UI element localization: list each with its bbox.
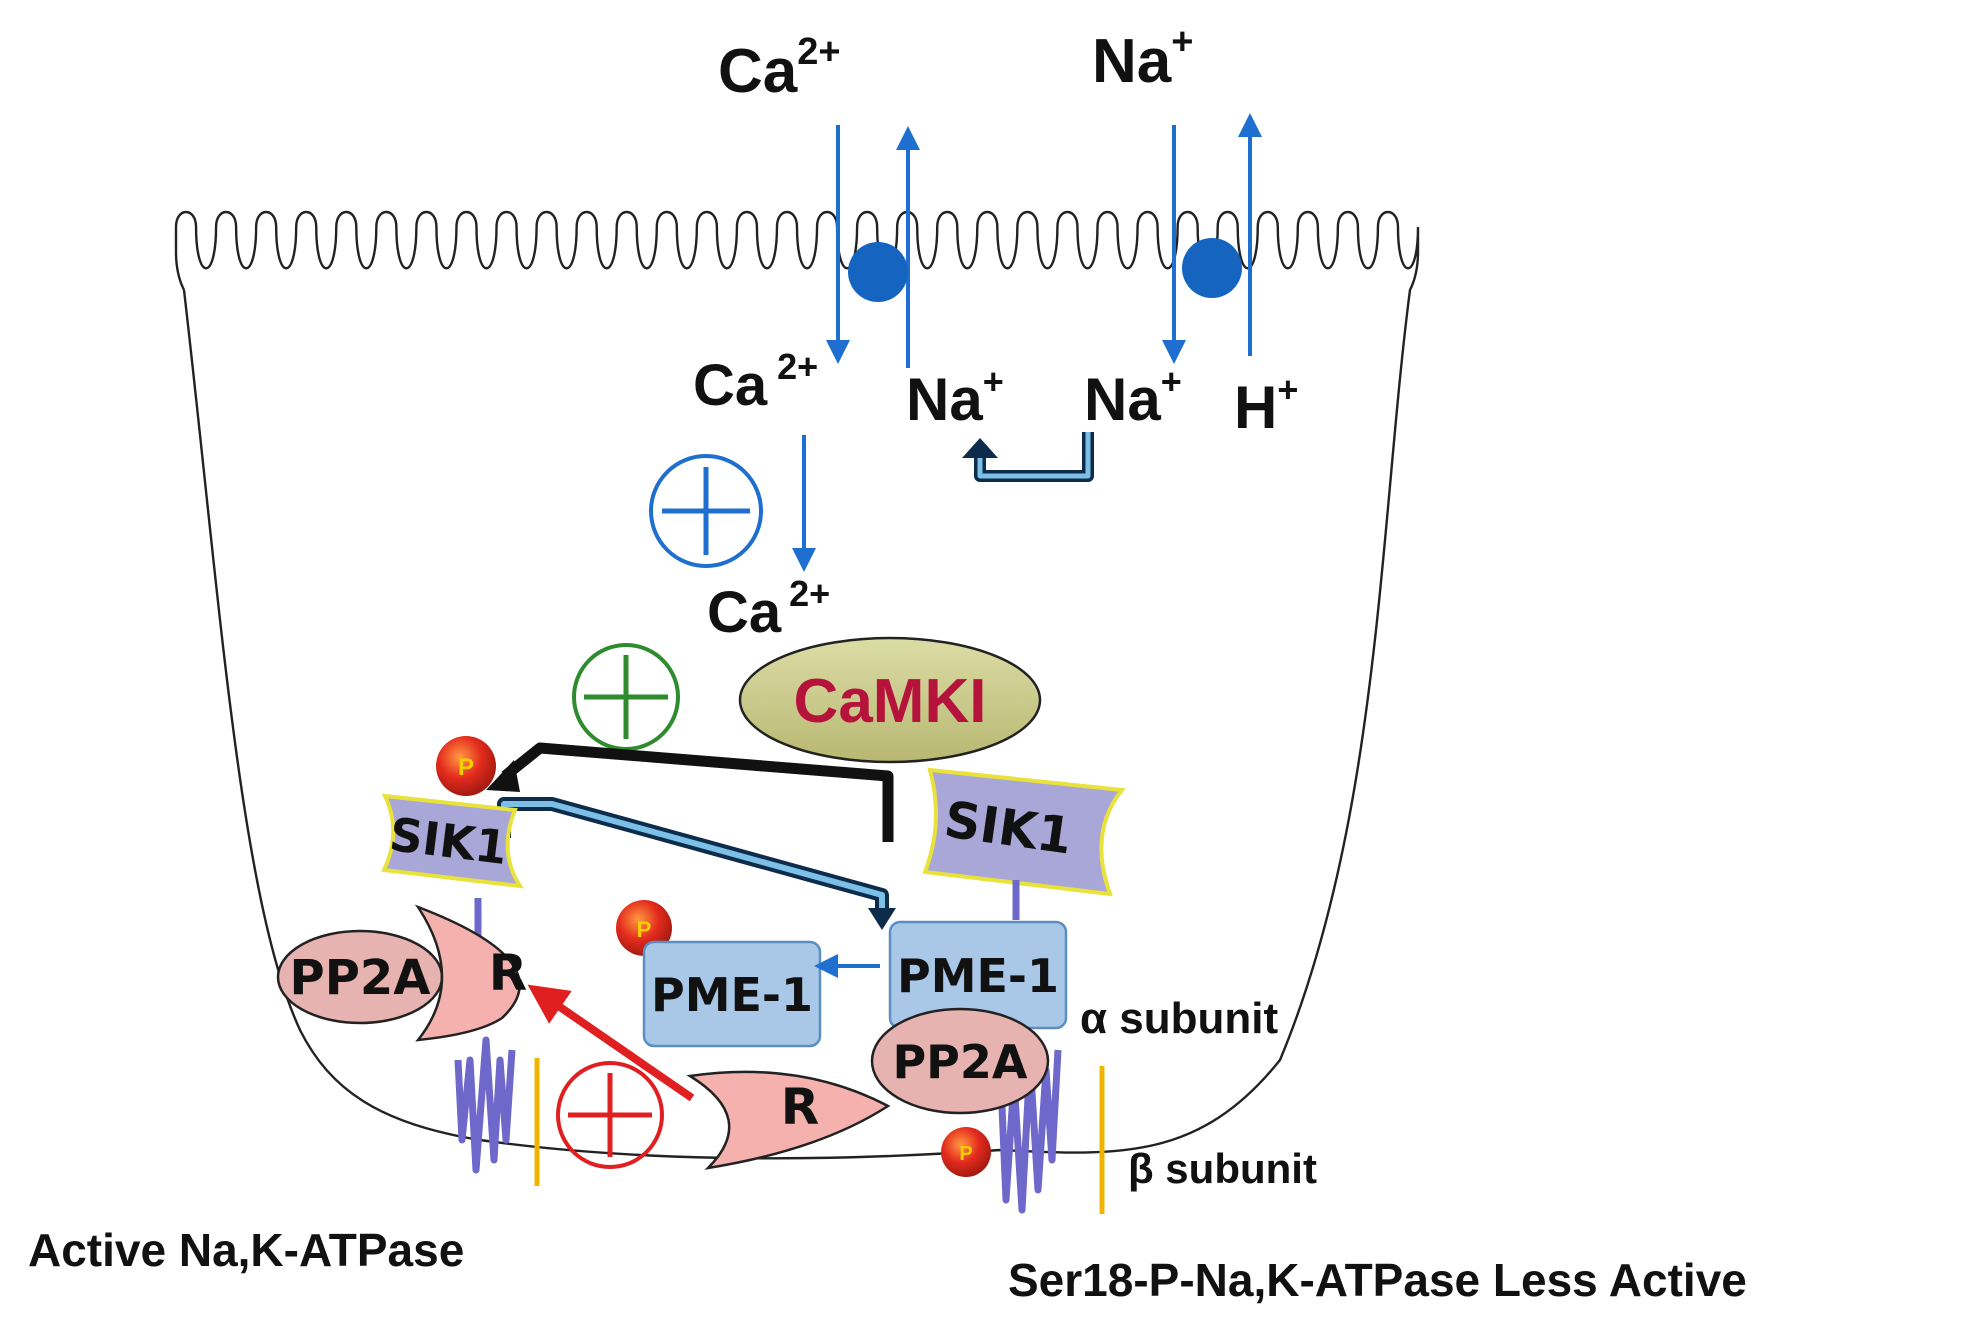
na-exchange-arrow <box>974 432 1094 482</box>
camki-enzyme <box>738 636 1042 764</box>
r-subunit-bottom <box>686 1070 891 1170</box>
pme1-left <box>642 940 822 1048</box>
ion-arrows <box>792 113 1262 572</box>
svg-text:P: P <box>959 1143 972 1165</box>
pp2a-right-label: PP2A <box>892 1035 1027 1089</box>
sik1-to-pme1-arrow <box>497 797 889 912</box>
na-extracellular-label: Na+ <box>1092 21 1193 96</box>
green-plus-icon <box>572 643 680 751</box>
less-active-atpase-caption: Ser18-P-Na,K-ATPase Less Active <box>1008 1254 1747 1306</box>
pp2a-left-label: PP2A <box>290 950 431 1006</box>
na-exchange-arrowhead <box>962 438 998 458</box>
na-intracellular-label-2: Na+ <box>1084 361 1182 433</box>
ca-extracellular-label: Ca2+ <box>718 31 841 106</box>
r-subunit-left <box>414 904 521 1042</box>
sik1-right <box>922 767 1126 897</box>
r-bottom-label: R <box>781 1078 820 1136</box>
pme1-right-label: PME-1 <box>897 949 1059 1003</box>
cell-membrane <box>174 210 1420 1160</box>
svg-text:P: P <box>458 754 474 781</box>
na-intracellular-label-1: Na+ <box>906 361 1004 433</box>
red-plus-icon <box>556 1061 664 1169</box>
h-intracellular-label: H+ <box>1234 369 1298 441</box>
beta-subunit-label: β subunit <box>1128 1145 1317 1192</box>
phospho-beta: P <box>941 1127 991 1177</box>
pp2a-right <box>870 1007 1050 1115</box>
phospho-sik1: P <box>436 736 496 796</box>
r-left-label: R <box>489 944 528 1002</box>
red-activation-arrow <box>527 984 695 1102</box>
svg-text:P: P <box>637 917 652 942</box>
nhe-transporter <box>1182 238 1242 298</box>
camki-label: CaMKI <box>794 667 987 736</box>
blue-plus-icon <box>649 454 763 568</box>
pme1-left-label: PME-1 <box>651 968 813 1022</box>
sik1-left <box>381 793 524 889</box>
active-atpase-caption: Active Na,K-ATPase <box>28 1224 464 1276</box>
alpha-subunit-label: α subunit <box>1080 994 1278 1043</box>
ncx-transporter <box>848 242 908 302</box>
camki-to-sik1-arrow <box>501 742 894 842</box>
